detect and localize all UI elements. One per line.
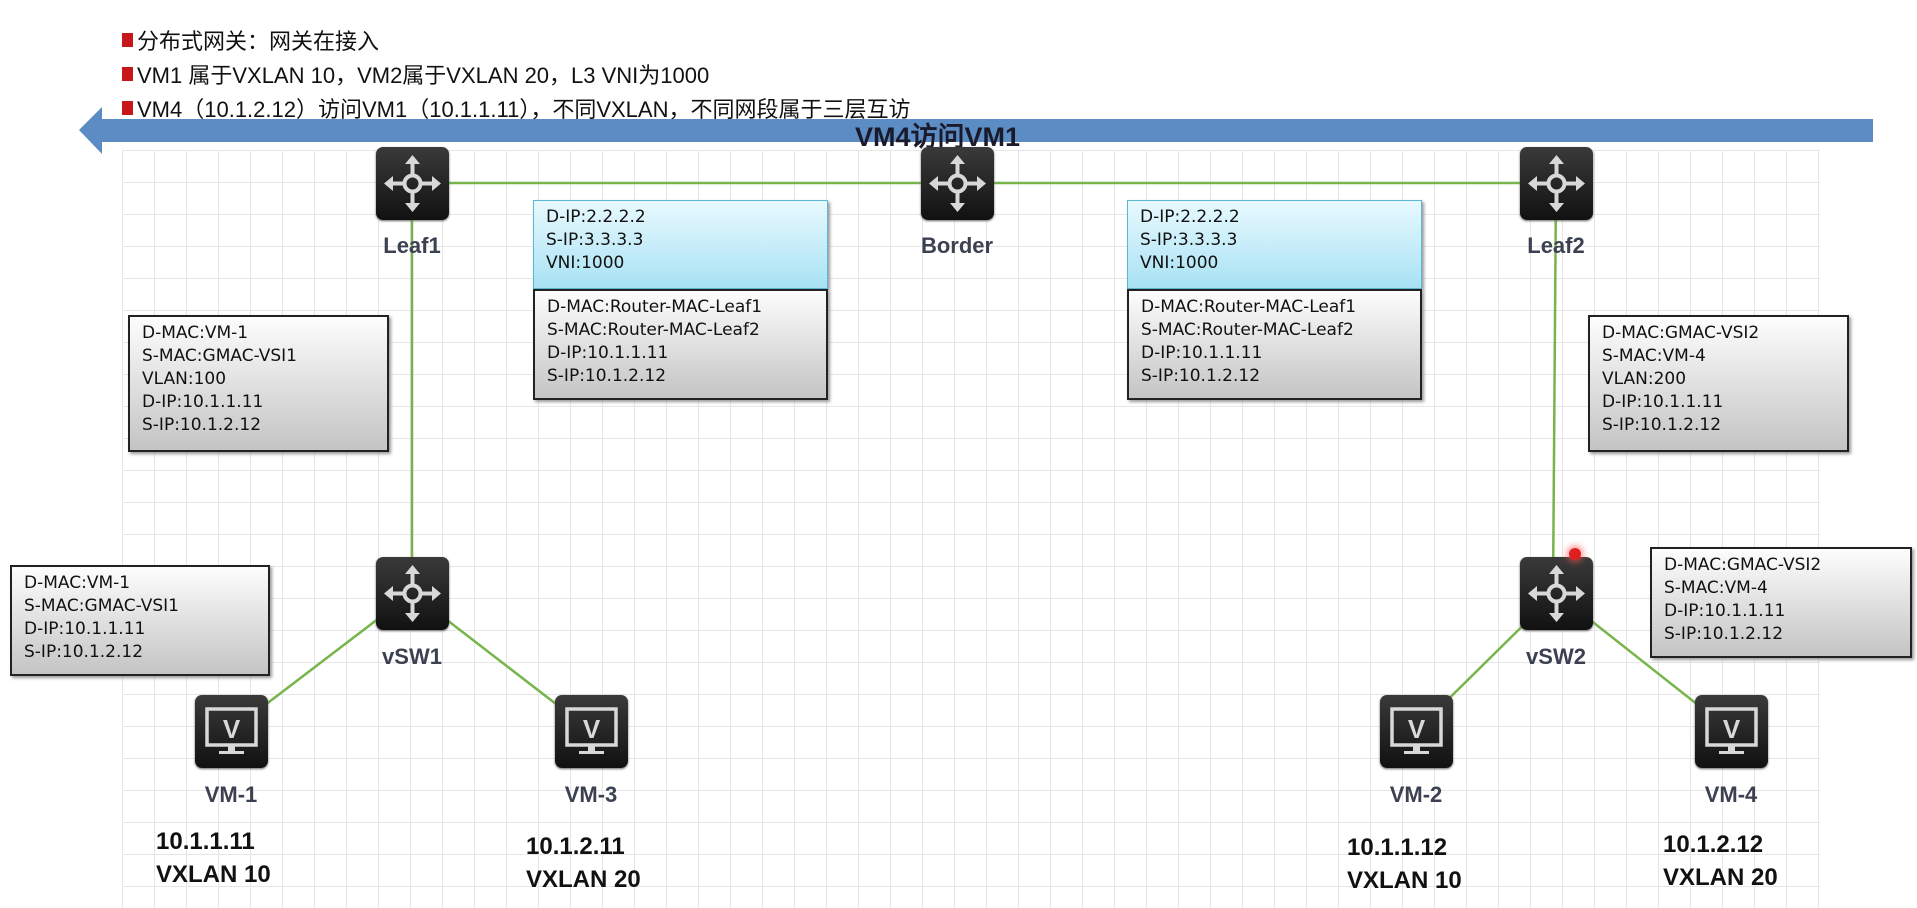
packet-field: D-IP:2.2.2.2 (1140, 207, 1240, 227)
packet-field: D-MAC:VM-1 (24, 573, 131, 593)
packet-field: D-IP:10.1.1.11 (1664, 601, 1786, 621)
vm1-ip: 10.1.1.11 (156, 828, 255, 855)
packet-field: S-IP:10.1.2.12 (1602, 415, 1722, 435)
leaf2-switch-icon[interactable] (1520, 147, 1593, 220)
vm2-ip: 10.1.1.12 (1347, 834, 1448, 861)
packet-field: D-IP:10.1.1.11 (547, 343, 669, 363)
vm2-vxlan: VXLAN 10 (1347, 867, 1462, 894)
vm4-vxlan: VXLAN 20 (1663, 864, 1778, 891)
bullet-1: 分布式网关：网关在接入 (122, 24, 379, 56)
leaf1-switch-icon[interactable] (376, 147, 449, 220)
leaf2-label: Leaf2 (1527, 233, 1585, 258)
packet-field: D-IP:10.1.1.11 (24, 619, 146, 639)
vm2-monitor-icon[interactable] (1380, 695, 1453, 768)
border-switch-icon[interactable] (921, 147, 994, 220)
packet-field: S-IP:10.1.2.12 (547, 366, 667, 386)
border-label: Border (920, 233, 994, 258)
packet-field: S-MAC:VM-4 (1664, 578, 1768, 598)
bullet-3: VM4（10.1.2.12）访问VM1（10.1.1.11），不同VXLAN，不… (122, 92, 910, 124)
grid-canvas (122, 150, 1820, 908)
vsw2-label: vSW2 (1526, 644, 1586, 669)
vsw1-label: vSW1 (382, 644, 442, 669)
vm1-label: VM-1 (204, 782, 258, 807)
packet-field: VLAN:100 (142, 369, 227, 389)
flow-arrow (79, 107, 1873, 154)
vm4-label: VM-4 (1704, 782, 1758, 807)
packet-field: S-IP:10.1.2.12 (24, 642, 144, 662)
vm3-label: VM-3 (564, 782, 618, 807)
vm1-monitor-icon[interactable] (195, 695, 268, 768)
vm1-vxlan: VXLAN 10 (156, 861, 271, 888)
bullet-text: VM1 属于VXLAN 10，VM2属于VXLAN 20，L3 VNI为1000 (137, 63, 710, 88)
packet-field: VNI:1000 (1140, 253, 1219, 273)
packet-field: D-MAC:Router-MAC-Leaf1 (547, 297, 763, 317)
vm3-monitor-icon[interactable] (555, 695, 628, 768)
packet-field: D-MAC:Router-MAC-Leaf1 (1141, 297, 1357, 317)
packet-field: VNI:1000 (546, 253, 625, 273)
bullet-marker (122, 67, 133, 81)
packet-field: D-MAC:GMAC-VSI2 (1602, 323, 1760, 343)
packet-field: S-IP:10.1.2.12 (1141, 366, 1261, 386)
leaf1-label: Leaf1 (383, 233, 441, 258)
packet-field: D-MAC:VM-1 (142, 323, 249, 343)
vm3-ip: 10.1.2.11 (526, 833, 625, 860)
packet-field: S-IP:3.3.3.3 (1140, 230, 1238, 250)
bullet-marker (122, 33, 133, 47)
vm2-label: VM-2 (1389, 782, 1443, 807)
packet-field: VLAN:200 (1602, 369, 1687, 389)
packet-field: D-IP:10.1.1.11 (1602, 392, 1724, 412)
packet-field: S-IP:10.1.2.12 (1664, 624, 1784, 644)
bullet-2: VM1 属于VXLAN 10，VM2属于VXLAN 20，L3 VNI为1000 (122, 58, 709, 90)
vsw1-switch-icon[interactable] (376, 557, 449, 630)
packet-field: S-IP:10.1.2.12 (142, 415, 262, 435)
link-leaf2-vsw2 (1551, 182, 1558, 594)
vm4-monitor-icon[interactable] (1695, 695, 1768, 768)
packet-field: D-IP:10.1.1.11 (142, 392, 264, 412)
bullet-text: 分布式网关：网关在接入 (137, 29, 380, 54)
packet-field: S-MAC:Router-MAC-Leaf2 (1141, 320, 1354, 340)
packet-field: S-MAC:VM-4 (1602, 346, 1706, 366)
packet-field: D-IP:2.2.2.2 (546, 207, 646, 227)
packet-field: S-IP:3.3.3.3 (546, 230, 644, 250)
packet-field: S-MAC:GMAC-VSI1 (24, 596, 179, 616)
packet-field: D-IP:10.1.1.11 (1141, 343, 1263, 363)
bullet-marker (122, 101, 133, 115)
packet-field: D-MAC:GMAC-VSI2 (1664, 555, 1822, 575)
vsw2-switch-icon[interactable] (1520, 557, 1593, 630)
vm4-ip: 10.1.2.12 (1663, 831, 1764, 858)
bullet-text: VM4（10.1.2.12）访问VM1（10.1.1.11），不同VXLAN，不… (137, 97, 911, 122)
vm3-vxlan: VXLAN 20 (526, 866, 641, 893)
packet-field: S-MAC:GMAC-VSI1 (142, 346, 297, 366)
packet-field: S-MAC:Router-MAC-Leaf2 (547, 320, 760, 340)
cursor-pointer (1569, 548, 1581, 560)
